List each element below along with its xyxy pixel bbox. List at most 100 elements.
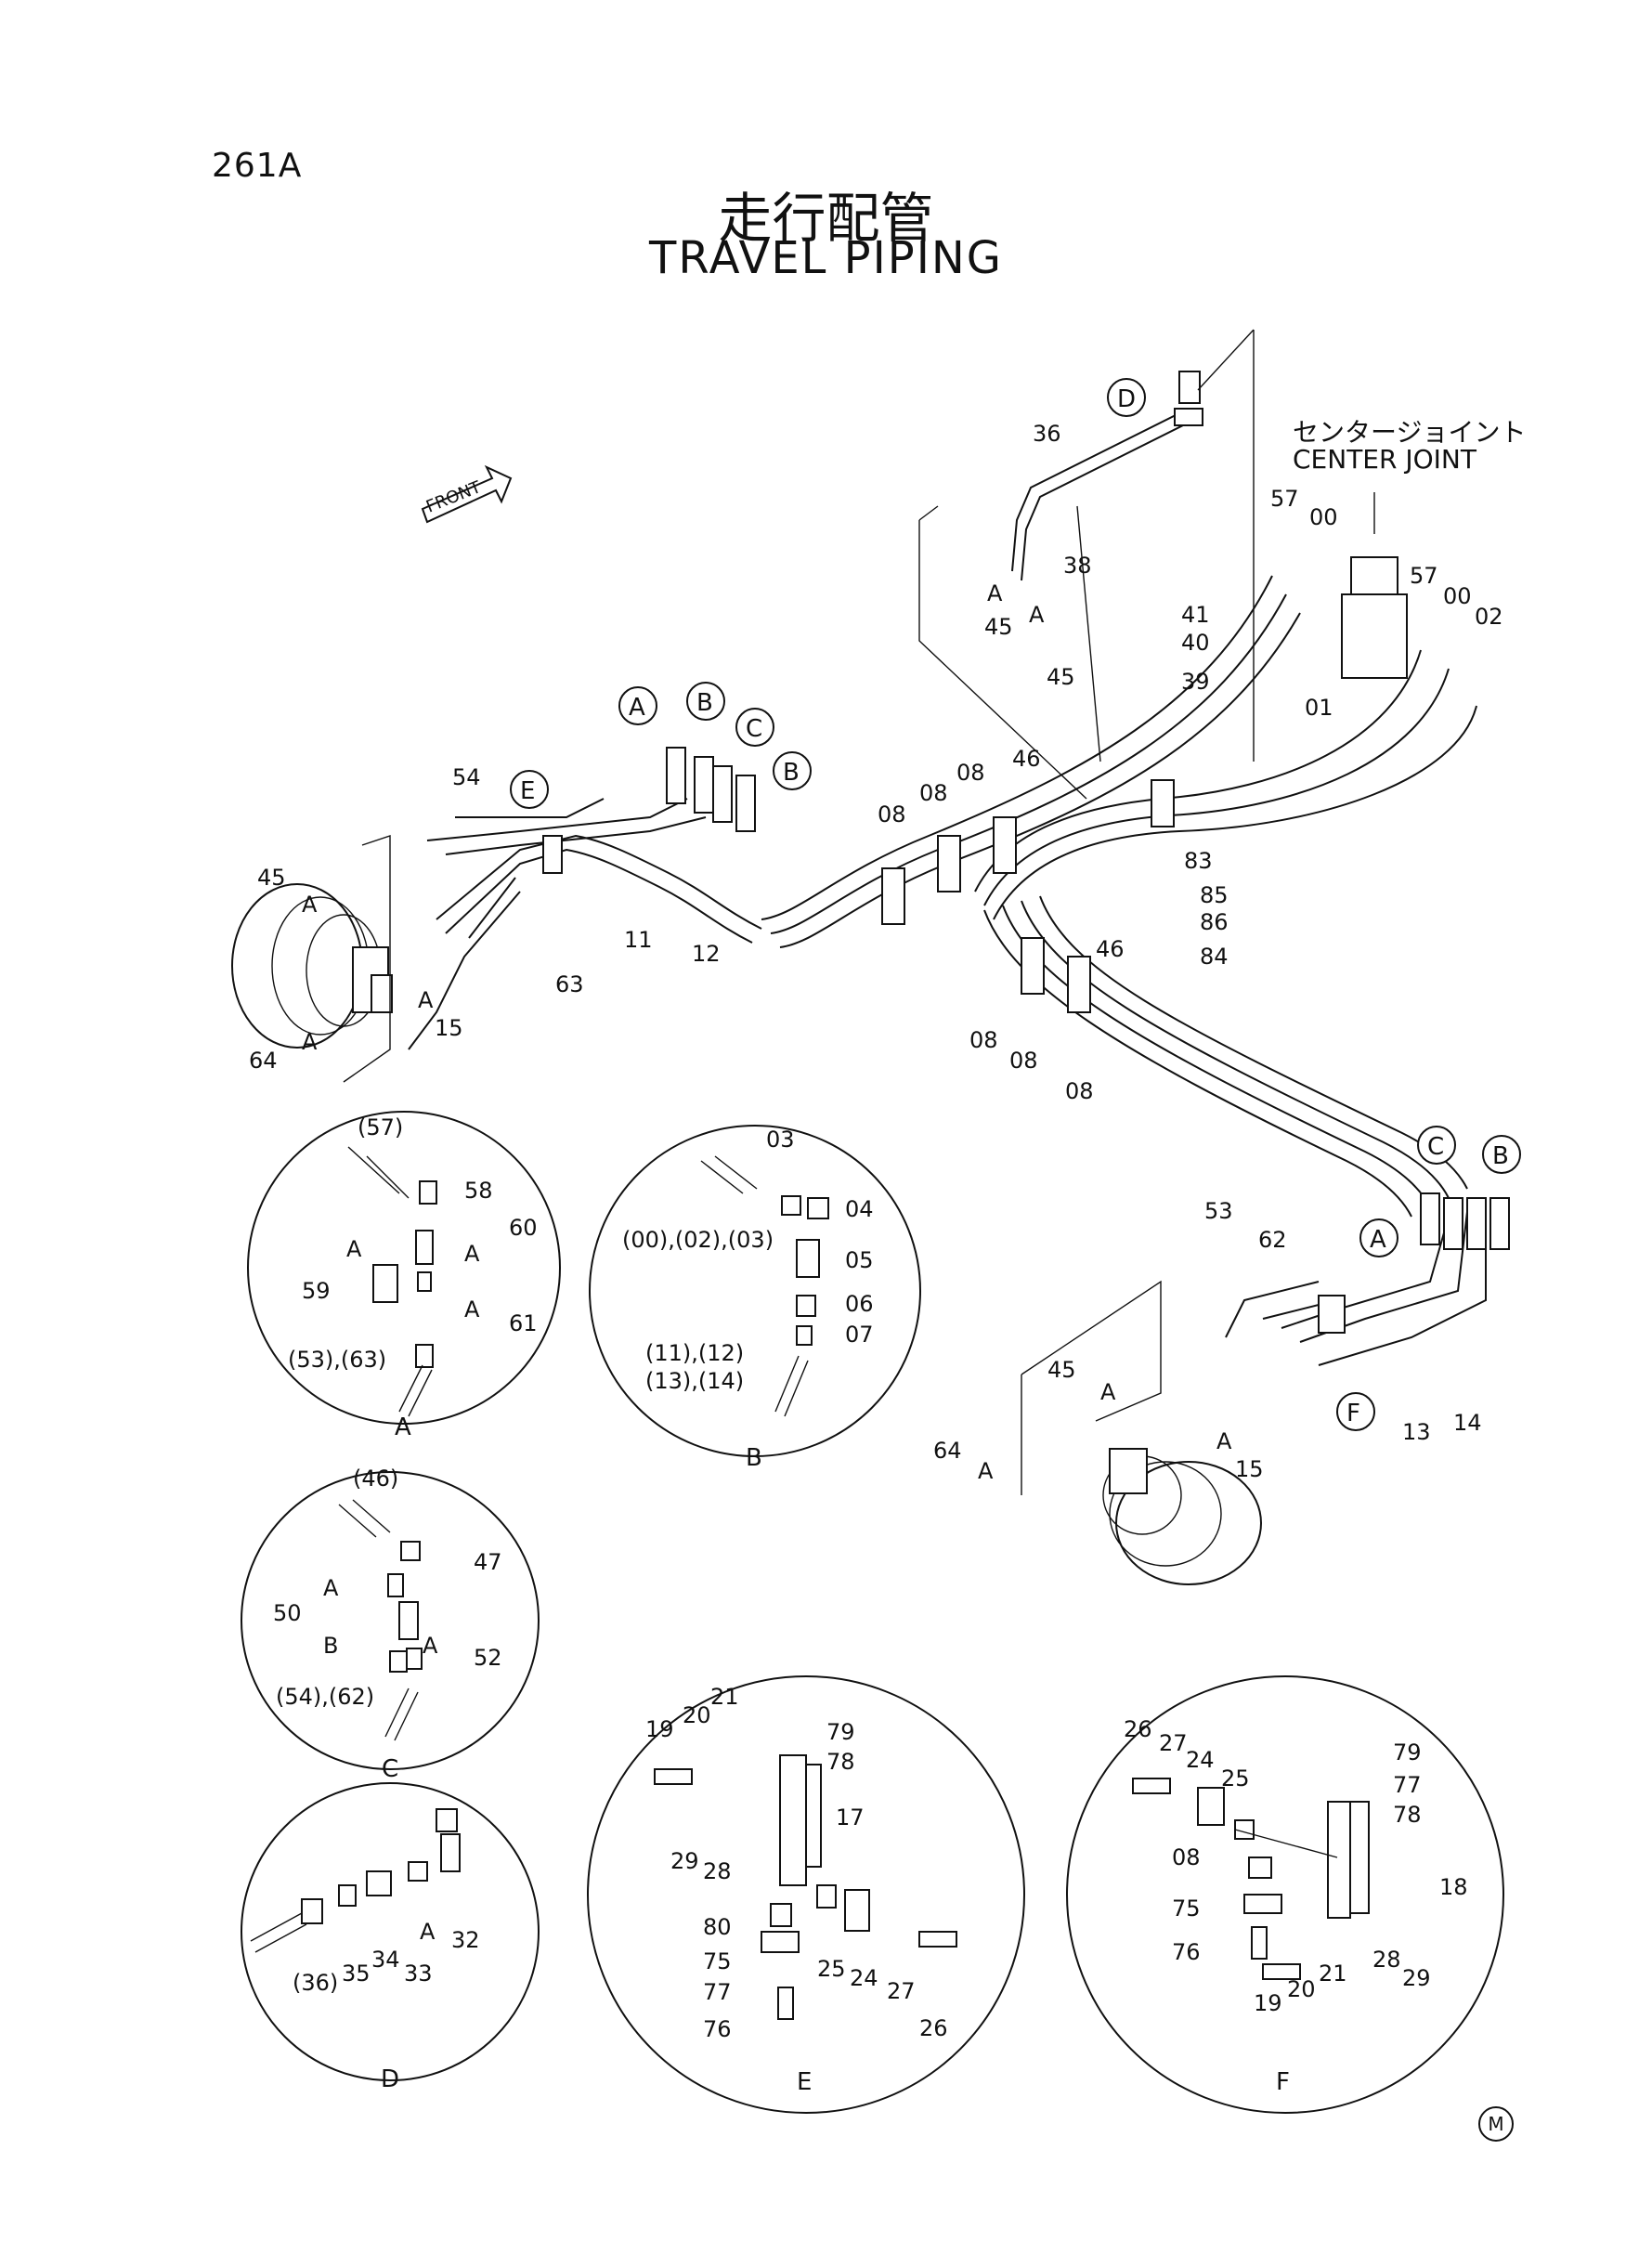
detail-d-part-33: 33 (404, 1961, 433, 1987)
detail-c-part-50: 50 (273, 1600, 302, 1626)
callout-markers: D A B C B E C B A F (510, 378, 1521, 1431)
detail-f-part-28: 28 (1372, 1947, 1401, 1973)
detail-e-part-80: 80 (703, 1914, 732, 1940)
detail-c-part-46: (46) (353, 1466, 398, 1492)
detail-f-part-25: 25 (1221, 1765, 1250, 1791)
detail-f-part-79: 79 (1393, 1739, 1422, 1765)
detail-d-part-32: 32 (451, 1927, 480, 1953)
front-arrow-icon: FRONT (421, 464, 513, 524)
detail-e-part-21: 21 (710, 1684, 739, 1710)
detail-e-part-27: 27 (887, 1978, 916, 2004)
detail-f-part-24: 24 (1186, 1747, 1215, 1773)
detail-c-part-47: 47 (474, 1549, 502, 1575)
part-11: 11 (624, 927, 653, 953)
detail-e-part-25: 25 (817, 1956, 846, 1982)
sub-a-7: A (978, 1458, 994, 1484)
detail-a-part-53-63: (53),(63) (288, 1347, 386, 1373)
right-fitting-cluster (1420, 1192, 1510, 1250)
detail-a-part-58: 58 (464, 1178, 493, 1204)
page-title-japanese: 走行配管 (718, 187, 934, 250)
callout-b-left: B (696, 689, 713, 717)
part-14: 14 (1453, 1410, 1482, 1436)
part-57-b: 57 (1410, 563, 1438, 589)
callout-b-right: B (1492, 1142, 1509, 1170)
part-64-a: 64 (249, 1048, 278, 1074)
detail-e-part-28: 28 (703, 1858, 732, 1884)
part-08-f: 08 (1065, 1078, 1094, 1104)
center-joint (1341, 492, 1408, 679)
part-41: 41 (1181, 602, 1210, 628)
detail-b-part-11-12: (11),(12) (645, 1340, 744, 1366)
part-13: 13 (1402, 1419, 1431, 1445)
part-45-d: 45 (1047, 1357, 1076, 1383)
detail-b-part-04: 04 (845, 1196, 874, 1222)
detail-b-part-06: 06 (845, 1291, 874, 1317)
detail-c-sub-a-2: A (423, 1633, 438, 1659)
detail-f-part-78: 78 (1393, 1802, 1422, 1828)
part-36: 36 (1033, 421, 1061, 447)
detail-a: (57) 58 60 59 61 (53),(63) A A A A (247, 1111, 561, 1441)
detail-c-sub-a-1: A (323, 1575, 339, 1601)
detail-f-label: F (1276, 2068, 1290, 2096)
callout-a-left: A (629, 694, 645, 722)
detail-f-part-18: 18 (1439, 1874, 1468, 1900)
part-64-b: 64 (933, 1438, 962, 1464)
detail-b-part-07: 07 (845, 1322, 874, 1348)
callout-e: E (520, 777, 535, 805)
part-84: 84 (1200, 944, 1229, 970)
part-15-a: 15 (435, 1015, 463, 1041)
detail-a-part-59: 59 (302, 1278, 331, 1304)
center-joint-label: CENTER JOINT (1293, 444, 1476, 475)
detail-f-part-19: 19 (1254, 1990, 1282, 2016)
main-part-numbers: 36 57 00 57 00 02 38 41 40 39 45 45 01 4… (249, 421, 1503, 1484)
detail-c-sub-b: B (323, 1633, 338, 1659)
detail-a-sub-a-2: A (464, 1241, 480, 1267)
sub-a-1: A (987, 580, 1003, 606)
callout-c-right: C (1427, 1133, 1444, 1161)
detail-e-part-17: 17 (836, 1804, 865, 1831)
page-number: 261A (212, 147, 303, 185)
detail-a-sub-a-1: A (346, 1236, 362, 1262)
part-53: 53 (1204, 1198, 1233, 1224)
detail-a-part-60: 60 (509, 1215, 538, 1241)
part-08-c: 08 (956, 760, 985, 786)
center-joint-label-japanese: センタージョイント (1293, 417, 1527, 448)
detail-d-part-35: 35 (342, 1961, 371, 1987)
detail-f-part-77: 77 (1393, 1772, 1422, 1798)
part-57-a: 57 (1270, 486, 1299, 512)
detail-f-part-75: 75 (1172, 1896, 1201, 1922)
part-45-a: 45 (984, 614, 1013, 640)
detail-f: 26 27 24 25 79 77 78 08 18 75 76 19 20 2… (1066, 1675, 1504, 2114)
callout-a-right: A (1370, 1226, 1386, 1254)
sub-a-8: A (1216, 1428, 1232, 1454)
sub-a-6: A (1100, 1379, 1116, 1405)
part-45-c: 45 (257, 865, 286, 891)
detail-c: (46) 47 50 52 (54),(62) A B A C (241, 1466, 540, 1783)
left-travel-motor (231, 883, 393, 1049)
sub-a-3: A (302, 892, 318, 918)
sub-a-4: A (418, 987, 434, 1013)
part-15-b: 15 (1235, 1456, 1264, 1482)
manufacturer-mark: M (1478, 2106, 1514, 2142)
page-title: TRAVEL PIPING (649, 232, 1003, 284)
detail-c-label: C (382, 1755, 398, 1783)
right-travel-motor (1102, 1448, 1262, 1585)
detail-e: 19 20 21 79 78 17 29 28 80 75 77 76 25 2… (587, 1675, 1025, 2114)
part-83: 83 (1184, 848, 1213, 874)
detail-d-label: D (381, 2065, 399, 2093)
front-label: FRONT (423, 477, 485, 517)
detail-b-part-13-14: (13),(14) (645, 1368, 744, 1394)
part-08-b: 08 (919, 780, 948, 806)
detail-b-part-00-02-03: (00),(02),(03) (622, 1227, 774, 1253)
hose-clamps (542, 779, 1346, 1334)
detail-f-part-26: 26 (1124, 1716, 1152, 1742)
part-46-a: 46 (1012, 746, 1041, 772)
part-46-b: 46 (1096, 936, 1125, 962)
detail-b-label: B (746, 1444, 762, 1472)
part-02: 02 (1475, 604, 1503, 630)
detail-a-sub-a-3: A (464, 1296, 480, 1322)
detail-f-part-29: 29 (1402, 1965, 1431, 1991)
detail-d: 32 33 34 35 (36) A D (241, 1782, 540, 2093)
detail-e-part-76: 76 (703, 2016, 732, 2042)
